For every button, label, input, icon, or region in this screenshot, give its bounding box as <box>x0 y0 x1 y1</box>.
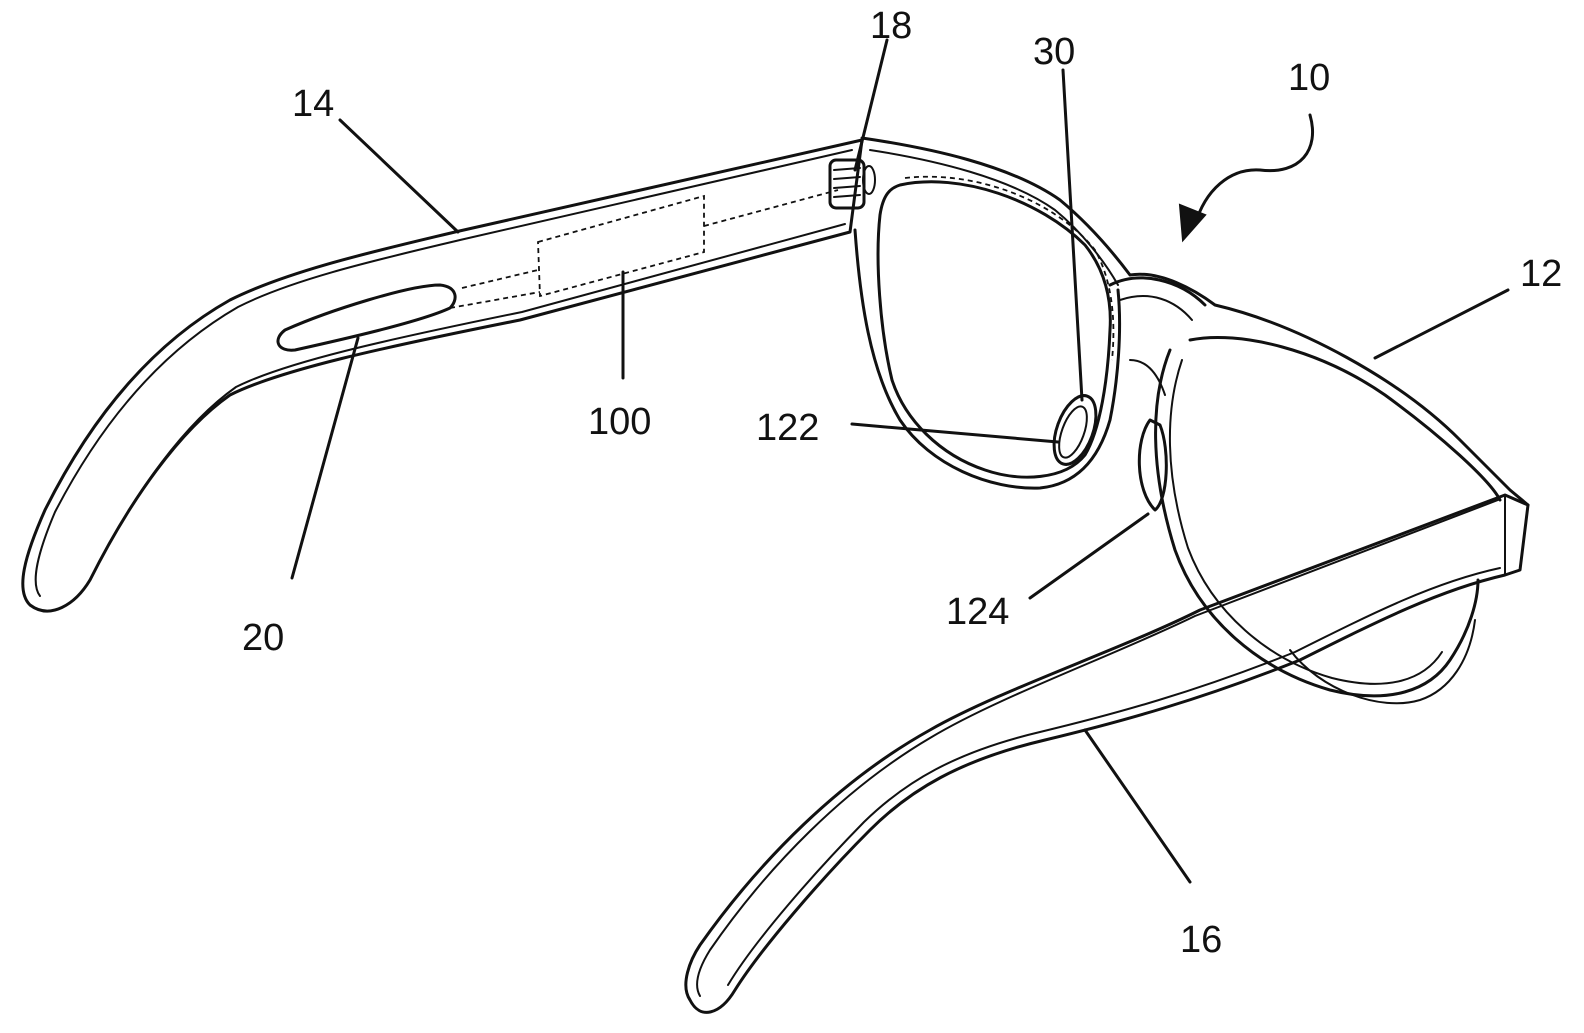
reference-arrow-10 <box>1178 113 1315 243</box>
label-124: 124 <box>946 591 1009 633</box>
leader-124 <box>1028 512 1150 600</box>
label-20: 20 <box>242 617 284 659</box>
front-frame <box>853 136 1530 705</box>
nose-pad-124 <box>1137 418 1168 512</box>
leader-122 <box>850 422 1060 444</box>
label-10: 10 <box>1288 57 1330 99</box>
label-14: 14 <box>292 83 334 125</box>
hinge <box>828 158 876 210</box>
label-100: 100 <box>588 401 651 443</box>
temple-slot <box>276 283 457 352</box>
nose-pad-122 <box>1052 394 1098 466</box>
leader-16 <box>1083 728 1192 884</box>
label-16: 16 <box>1180 919 1222 961</box>
label-122: 122 <box>756 407 819 449</box>
leader-20 <box>290 336 360 580</box>
right-temple <box>684 493 1530 1014</box>
leader-18 <box>853 38 889 172</box>
leader-12 <box>1373 288 1510 360</box>
label-12: 12 <box>1520 253 1562 295</box>
label-18: 18 <box>870 5 912 47</box>
leader-14 <box>338 118 460 234</box>
electronics-module <box>449 189 839 309</box>
left-temple <box>21 138 864 613</box>
label-30: 30 <box>1033 31 1075 73</box>
leader-30 <box>1061 68 1084 402</box>
